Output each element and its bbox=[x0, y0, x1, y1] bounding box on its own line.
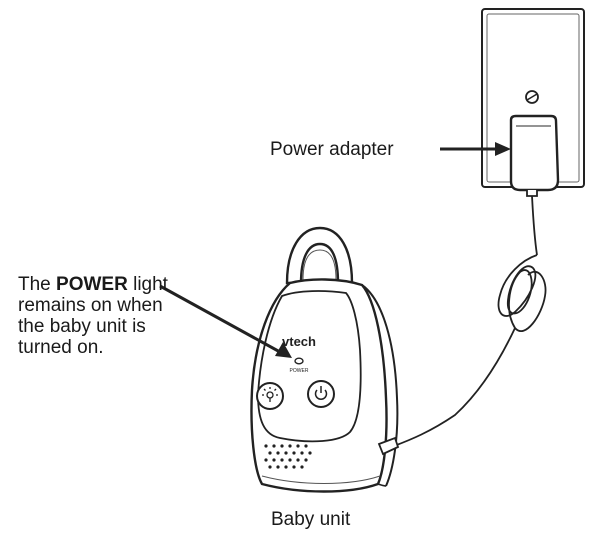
led-label: POWER bbox=[290, 368, 309, 374]
speaker-grille-icon bbox=[264, 444, 312, 469]
baby-unit-label: Baby unit bbox=[271, 509, 351, 530]
power-led-arrow bbox=[159, 284, 292, 358]
power-note-rest: light remains on when the baby unit is t… bbox=[18, 274, 168, 358]
adapter-arrow bbox=[440, 142, 511, 156]
light-bulb-icon bbox=[262, 387, 278, 402]
power-icon bbox=[314, 386, 328, 401]
wall-outlet-plate bbox=[481, 8, 585, 188]
baby-unit: vtech POWER bbox=[250, 226, 400, 493]
power-button bbox=[307, 380, 335, 408]
brand-logo: vtech bbox=[282, 334, 316, 349]
light-button bbox=[256, 382, 284, 410]
power-note-bold: POWER bbox=[56, 274, 128, 295]
power-note-prefix: The bbox=[18, 274, 57, 295]
power-adapter-label: Power adapter bbox=[270, 139, 394, 160]
power-led bbox=[294, 357, 304, 365]
power-cord bbox=[393, 195, 547, 447]
power-adapter bbox=[509, 114, 560, 197]
outlet-screw-icon bbox=[525, 90, 539, 104]
power-light-note: The POWER light remains on when the baby… bbox=[18, 274, 178, 358]
